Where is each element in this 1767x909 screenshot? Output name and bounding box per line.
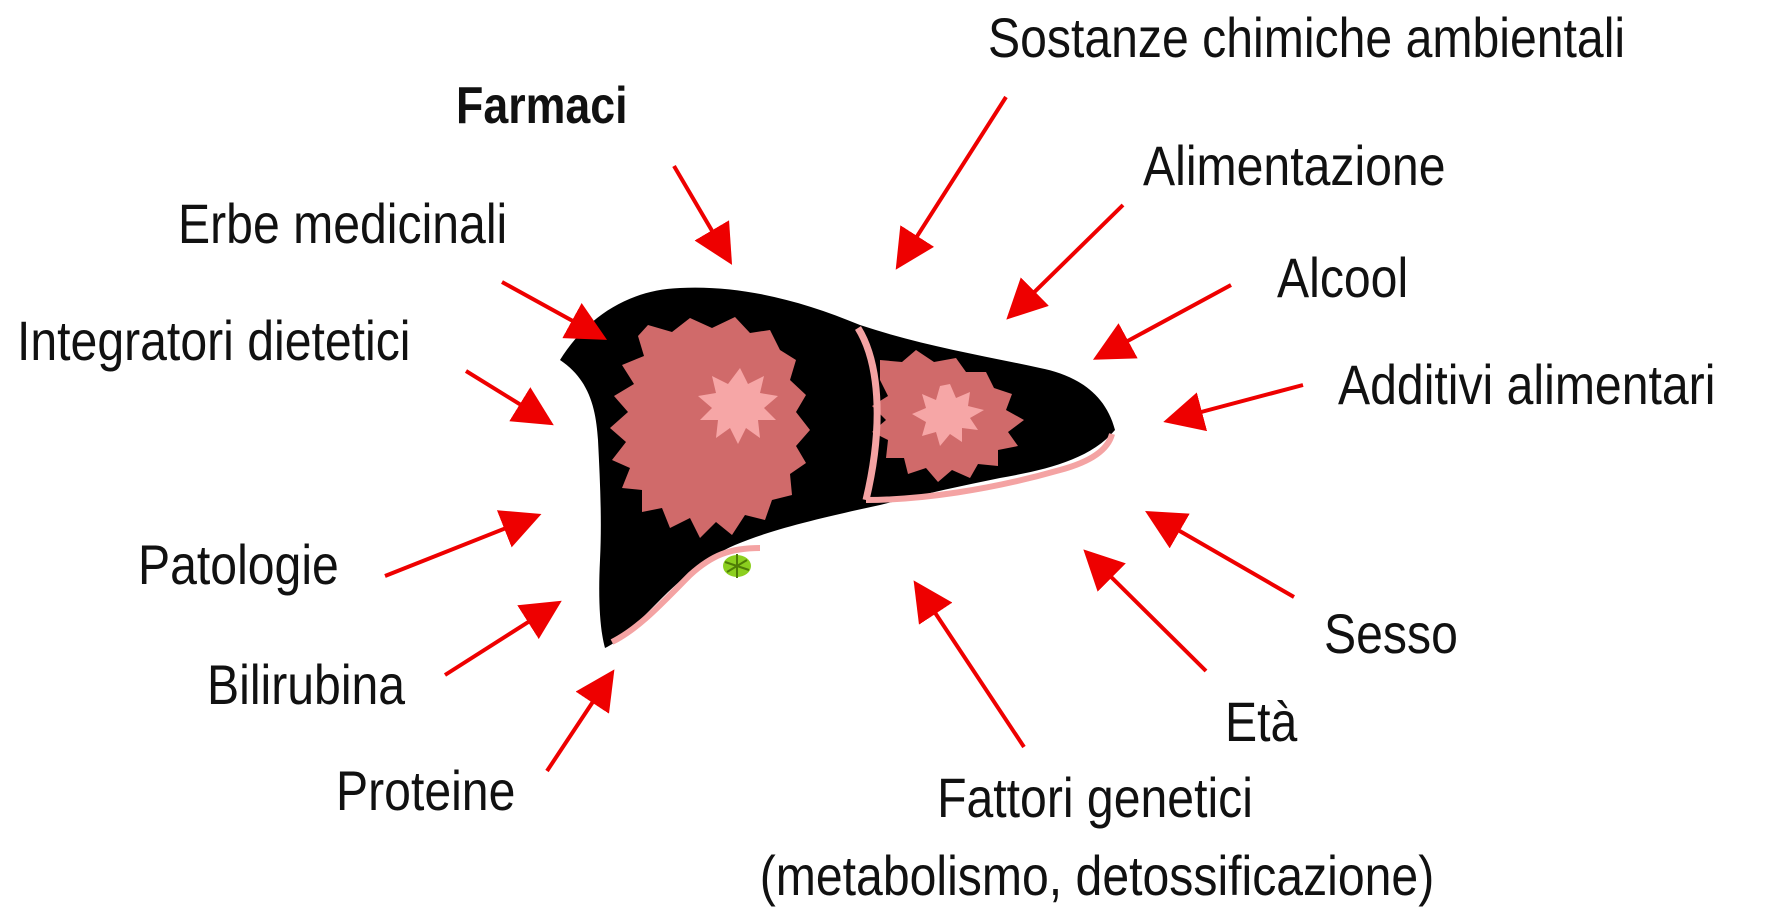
label-sesso: Sesso: [1324, 606, 1458, 662]
liver-icon: [560, 288, 1115, 648]
arrow-bilirubina: [445, 605, 555, 675]
arrow-eta: [1089, 555, 1206, 671]
arrow-farmaci: [674, 166, 728, 258]
label-erbe: Erbe medicinali: [178, 196, 507, 252]
label-fattori-line1: Fattori genetici: [867, 770, 1323, 826]
label-alimentazione: Alimentazione: [1143, 138, 1446, 194]
label-bilirubina: Bilirubina: [207, 657, 405, 713]
arrow-fattori: [918, 587, 1024, 747]
label-sostanze: Sostanze chimiche ambientali: [988, 10, 1625, 66]
arrow-integratori: [466, 371, 547, 421]
arrow-patologie: [385, 517, 534, 576]
label-fattori-line2: (metabolismo, detossificazione): [702, 848, 1491, 904]
label-farmaci: Farmaci: [456, 80, 628, 132]
label-proteine: Proteine: [336, 763, 515, 819]
arrow-sostanze: [900, 97, 1006, 263]
label-eta: Età: [1225, 694, 1297, 750]
label-additivi: Additivi alimentari: [1338, 357, 1715, 413]
arrow-alcool: [1100, 285, 1231, 356]
label-patologie: Patologie: [138, 537, 339, 593]
arrow-alimentazione: [1012, 205, 1123, 314]
arrow-proteine: [547, 676, 610, 771]
arrow-sesso: [1152, 515, 1294, 597]
arrow-additivi: [1171, 385, 1303, 420]
gallbladder-icon: [723, 554, 751, 578]
label-integratori: Integratori dietetici: [17, 313, 411, 369]
arrow-erbe: [502, 282, 600, 336]
label-alcool: Alcool: [1277, 250, 1408, 306]
